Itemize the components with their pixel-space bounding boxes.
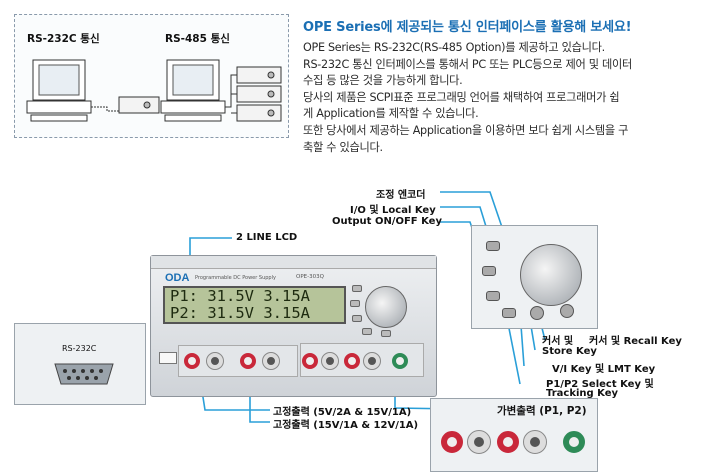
rs485-label: RS-485 통신 bbox=[165, 33, 230, 45]
cursor-label: 커서 및 bbox=[542, 336, 574, 347]
lcd-line-2: P2: 31.5V 3.15A bbox=[170, 304, 310, 322]
cursor-recall-label: 커서 및 Recall Key bbox=[589, 336, 682, 347]
terminal-black[interactable] bbox=[363, 352, 381, 370]
cursor-left-key[interactable] bbox=[530, 306, 544, 320]
encoder-knob-zoom[interactable] bbox=[520, 244, 582, 306]
desc-line: OPE Series는 RS-232C(RS-485 Option)를 제공하고… bbox=[303, 41, 605, 54]
terminal-red[interactable] bbox=[184, 353, 200, 369]
cursor-right-key[interactable] bbox=[560, 304, 574, 318]
terminal-black[interactable] bbox=[262, 352, 280, 370]
variable-output-label: 가변출력 (P1, P2) bbox=[497, 405, 587, 417]
terminal-ground[interactable] bbox=[563, 431, 585, 453]
encoder-label: 조정 엔코더 bbox=[376, 190, 426, 201]
lcd-line-1: P1: 31.5V 3.15A bbox=[170, 287, 310, 305]
rs232-zoom: RS-232C bbox=[14, 323, 146, 405]
rs232-port-label: RS-232C bbox=[62, 344, 97, 353]
p1p2-label: P1/P2 Select Key 및 bbox=[546, 379, 654, 390]
lcd-label: 2 LINE LCD bbox=[236, 232, 298, 243]
key-button[interactable] bbox=[486, 291, 500, 301]
key-button[interactable] bbox=[381, 330, 391, 337]
model-text: Programmable DC Power Supply bbox=[195, 275, 276, 281]
terminal-ground[interactable] bbox=[392, 353, 408, 369]
desc-line: 축할 수 있습니다. bbox=[303, 140, 383, 154]
terminal-red[interactable] bbox=[344, 353, 360, 369]
store-label: Store Key bbox=[542, 346, 597, 357]
variable-output-zoom: 가변출력 (P1, P2) bbox=[430, 398, 598, 472]
db9-connector-icon bbox=[54, 363, 114, 385]
key-button[interactable] bbox=[486, 241, 500, 251]
terminal-black[interactable] bbox=[523, 430, 547, 454]
key-panel-zoom bbox=[471, 225, 598, 329]
section-title: OPE Series에 제공되는 통신 인터페이스를 활용해 보세요! bbox=[303, 20, 632, 35]
output-label: Output ON/OFF Key bbox=[332, 216, 442, 227]
key-button[interactable] bbox=[352, 315, 362, 322]
key-button[interactable] bbox=[502, 308, 516, 318]
terminal-black[interactable] bbox=[206, 352, 224, 370]
key-button[interactable] bbox=[352, 285, 362, 292]
terminal-red[interactable] bbox=[441, 431, 463, 453]
description: OPE Series는 RS-232C(RS-485 Option)를 제공하고… bbox=[303, 40, 698, 156]
brand-logo: ODA bbox=[165, 272, 190, 284]
encoder-knob[interactable] bbox=[365, 286, 407, 328]
model-name: OPE-303Q bbox=[296, 274, 324, 280]
desc-line: RS-232C 통신 인터페이스를 통해서 PC 또는 PLC등으로 제어 및 … bbox=[303, 57, 632, 71]
lcd-display: P1: 31.5V 3.15A P2: 31.5V 3.15A bbox=[163, 286, 346, 324]
fixed-output-2-label: 고정출력 (15V/1A & 12V/1A) bbox=[273, 420, 419, 431]
key-button[interactable] bbox=[482, 266, 496, 276]
communication-diagram: RS-232C 통신 RS-485 통신 bbox=[14, 14, 289, 138]
key-button[interactable] bbox=[350, 300, 360, 307]
tracking-label: Tracking Key bbox=[546, 388, 619, 399]
vi-label: V/I Key 및 LMT Key bbox=[552, 364, 656, 375]
desc-line: 당사의 제품은 SCPI표준 프로그래밍 언어를 채택하여 프로그래머가 쉽 bbox=[303, 90, 620, 104]
io-local-label: I/O 및 Local Key bbox=[350, 205, 436, 216]
terminal-red[interactable] bbox=[302, 353, 318, 369]
terminal-black[interactable] bbox=[467, 430, 491, 454]
terminal-black[interactable] bbox=[321, 352, 339, 370]
desc-line: 또한 당사에서 제공하는 Application을 이용하면 보다 쉽게 시스템… bbox=[303, 123, 629, 137]
fixed-output-1-label: 고정출력 (5V/2A & 15V/1A) bbox=[273, 407, 412, 418]
desc-line: 게 Application를 제작할 수 있습니다. bbox=[303, 107, 479, 121]
terminal-red[interactable] bbox=[240, 353, 256, 369]
power-switch[interactable] bbox=[159, 352, 177, 364]
pc-illustration bbox=[26, 59, 282, 122]
key-button[interactable] bbox=[362, 328, 372, 335]
rs232-label: RS-232C 통신 bbox=[27, 33, 100, 45]
terminal-red[interactable] bbox=[497, 431, 519, 453]
desc-line: 수집 등 많은 것을 가능하게 합니다. bbox=[303, 74, 463, 88]
